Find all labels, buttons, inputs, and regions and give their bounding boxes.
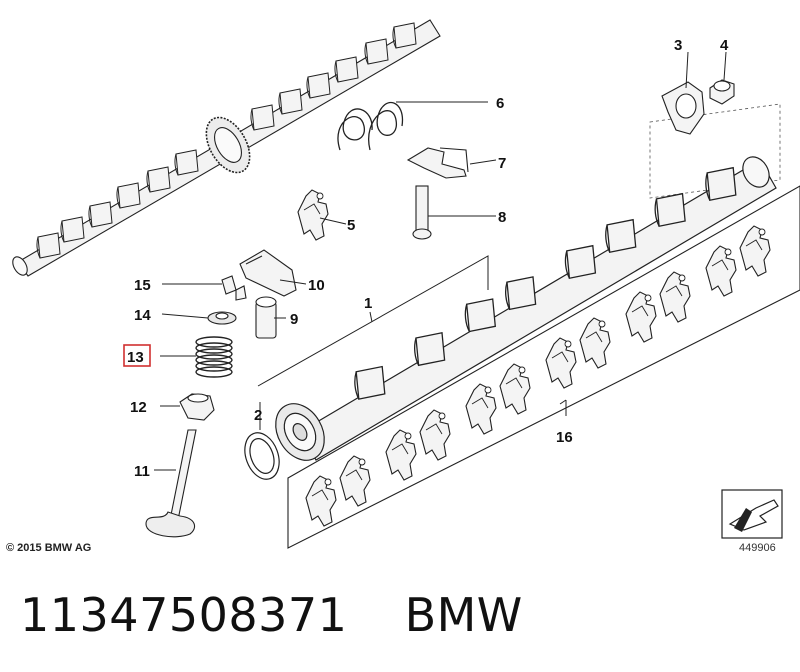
callout-11: 11 [134,463,150,480]
brand-name: BMW [404,588,523,642]
leader-lines [154,51,727,471]
callout-6: 6 [496,95,504,112]
callout-9: 9 [290,311,298,328]
callout-4: 4 [720,37,729,54]
callout-7: 7 [498,155,506,172]
callout-14: 14 [134,307,151,324]
callout-13: 13 [127,349,144,366]
exhaust-camshaft-illustration [12,19,441,277]
valve-train-parts [145,101,469,538]
callout-8: 8 [498,209,506,226]
part-number: 11347508371 [20,588,348,642]
copyright-notice: © 2015 BMW AG [6,542,92,554]
callout-12: 12 [130,399,147,416]
callout-15: 15 [134,277,151,294]
part-footer: 11347508371 BMW [20,588,523,642]
callout-16: 16 [556,429,573,446]
callout-3: 3 [674,37,682,54]
callout-1: 1 [364,295,372,312]
image-number: 449906 [739,542,776,554]
callout-10: 10 [308,277,325,294]
parts-diagram: 1 2 3 4 5 6 7 8 9 10 11 12 13 14 15 16 [12,19,800,549]
valve-spring-illustration [195,336,233,378]
callout-5: 5 [347,217,355,234]
roller-rocker-set-illustration [287,185,800,549]
callout-labels: 1 2 3 4 5 6 7 8 9 10 11 12 13 14 15 16 [123,37,729,480]
seal-ring-illustration [244,432,280,480]
sensor-bracket-parts [649,79,781,199]
callout-2: 2 [254,407,262,424]
inlet-camshaft-illustration [275,156,777,461]
single-rocker-arm [297,189,329,241]
callout-13-highlight [123,344,151,367]
page-arrow-icon [721,489,783,539]
